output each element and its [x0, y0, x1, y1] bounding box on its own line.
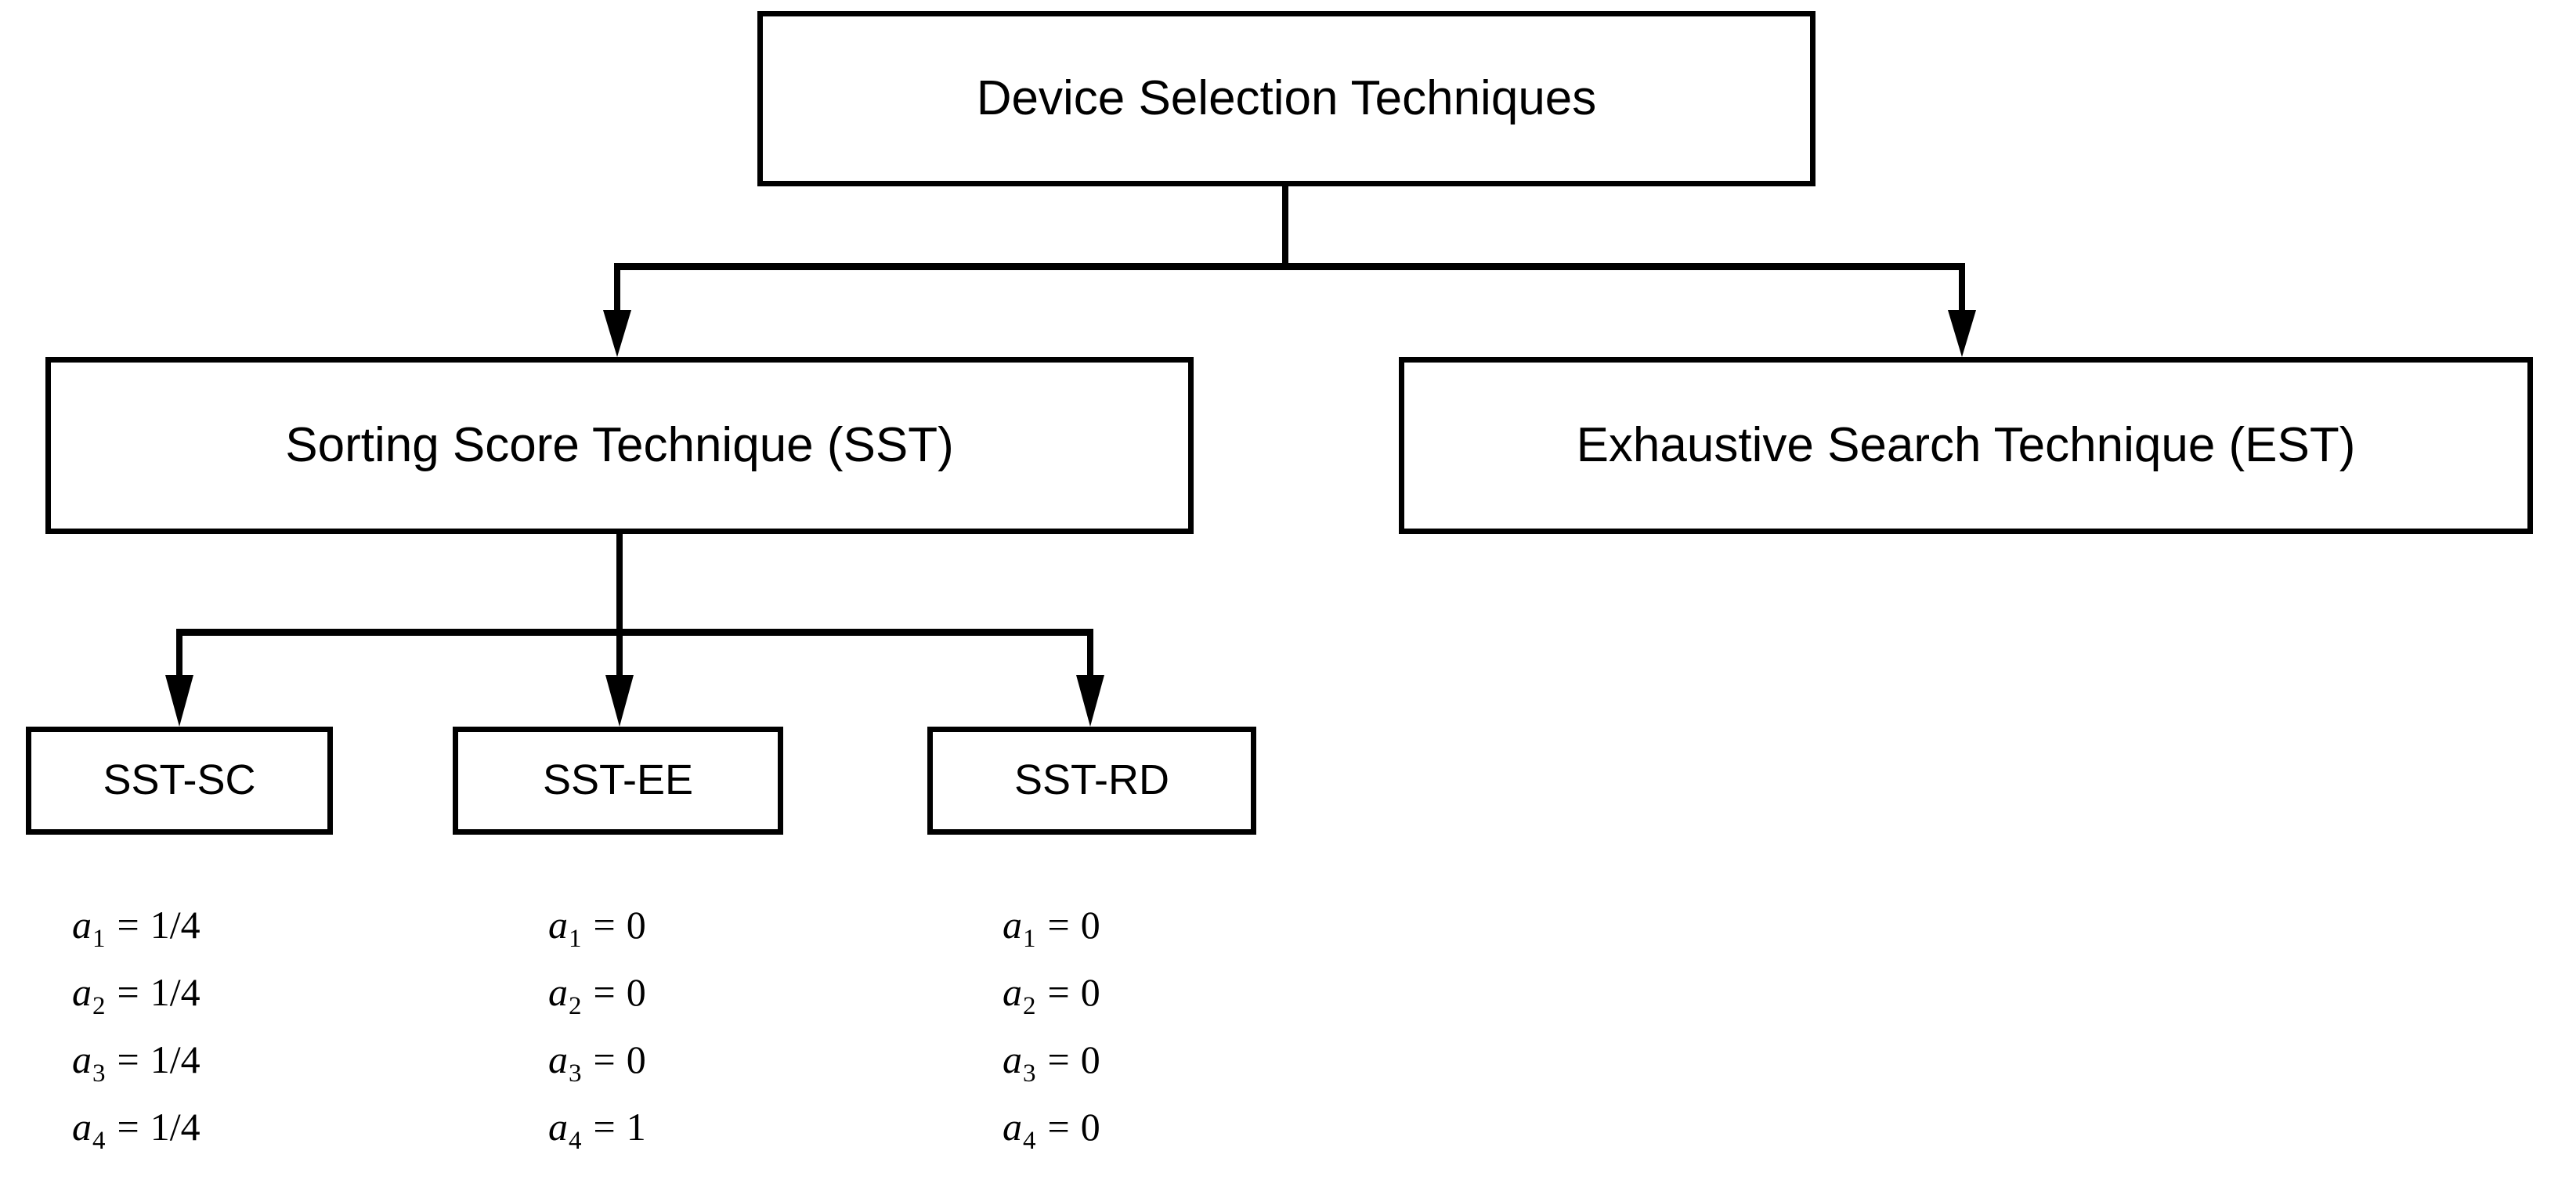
formula-equals: = — [593, 970, 616, 1014]
arrowhead-to-sst-rd — [1076, 675, 1104, 727]
formula-equals: = — [1047, 1037, 1070, 1081]
formula-variable: a — [72, 970, 92, 1014]
formula-subscript: 2 — [1023, 992, 1036, 1020]
formula-value: 1/4 — [150, 1105, 201, 1149]
formula-value: 0 — [1080, 1037, 1100, 1081]
connector-root-right-drop — [1959, 263, 1965, 313]
formula-subscript: 3 — [92, 1059, 106, 1088]
formula-subscript: 4 — [1023, 1127, 1036, 1155]
formula-equals: = — [1047, 1105, 1070, 1149]
formula-variable: a — [72, 1105, 92, 1149]
formula-variable: a — [548, 903, 568, 947]
connector-sst-bus — [176, 629, 1093, 636]
node-exhaustive-search-technique[interactable]: Exhaustive Search Technique (EST) — [1399, 357, 2533, 534]
formula-equals: = — [117, 1037, 139, 1081]
node-sorting-score-technique[interactable]: Sorting Score Technique (SST) — [45, 357, 1194, 534]
node-label-est: Exhaustive Search Technique (EST) — [1576, 417, 2356, 472]
connector-sst-center-drop — [616, 629, 623, 679]
formula-value: 0 — [626, 970, 646, 1014]
formula-subscript: 2 — [92, 992, 106, 1020]
formula-value: 0 — [626, 1037, 646, 1081]
node-sst-sc[interactable]: SST-SC — [26, 727, 333, 835]
formula-subscript: 4 — [92, 1127, 106, 1155]
formula-value: 0 — [626, 903, 646, 947]
formula-equals: = — [593, 1105, 616, 1149]
formula-equals: = — [117, 1105, 139, 1149]
formula-subscript: 1 — [92, 925, 106, 953]
formula-subscript: 1 — [569, 925, 582, 953]
node-sst-rd[interactable]: SST-RD — [927, 727, 1256, 835]
node-label-sst: Sorting Score Technique (SST) — [285, 417, 954, 472]
formula-variable: a — [1003, 970, 1022, 1014]
arrowhead-to-est — [1948, 310, 1976, 357]
formula-equals: = — [593, 903, 616, 947]
formula-variable: a — [72, 1037, 92, 1081]
formula-variable: a — [1003, 903, 1022, 947]
formula-value: 0 — [1080, 903, 1100, 947]
formula-value: 1 — [626, 1105, 646, 1149]
formula-value: 1/4 — [150, 903, 201, 947]
arrowhead-to-sst — [603, 310, 631, 357]
formula-variable: a — [72, 903, 92, 947]
formula-variable: a — [1003, 1037, 1022, 1081]
connector-sst-right-drop — [1087, 629, 1093, 679]
arrowhead-to-sst-ee — [605, 675, 634, 727]
connector-sst-left-drop — [176, 629, 182, 679]
node-sst-ee[interactable]: SST-EE — [453, 727, 783, 835]
formula-value: 0 — [1080, 970, 1100, 1014]
formula-variable: a — [548, 1105, 568, 1149]
formula-equals: = — [1047, 970, 1070, 1014]
formula-equals: = — [1047, 903, 1070, 947]
node-label-sst-rd: SST-RD — [1013, 756, 1170, 804]
formula-variable: a — [548, 970, 568, 1014]
connector-root-left-drop — [614, 263, 620, 313]
formula-equals: = — [593, 1037, 616, 1081]
node-label-sst-sc: SST-SC — [103, 756, 256, 804]
node-label-root: Device Selection Techniques — [976, 70, 1597, 125]
formula-value: 1/4 — [150, 970, 201, 1014]
connector-sst-stem — [616, 534, 623, 633]
formula-subscript: 2 — [569, 992, 582, 1020]
formula-subscript: 4 — [569, 1127, 582, 1155]
formula-equals: = — [117, 970, 139, 1014]
formula-variable: a — [1003, 1105, 1022, 1149]
node-label-sst-ee: SST-EE — [542, 756, 694, 804]
formula-subscript: 1 — [1023, 925, 1036, 953]
node-device-selection-techniques[interactable]: Device Selection Techniques — [757, 11, 1815, 186]
formula-variable: a — [548, 1037, 568, 1081]
formula-equals: = — [117, 903, 139, 947]
connector-root-stem — [1282, 186, 1288, 268]
formula-subscript: 3 — [569, 1059, 582, 1088]
arrowhead-to-sst-sc — [165, 675, 193, 727]
connector-root-bus — [614, 263, 1965, 270]
formula-subscript: 3 — [1023, 1059, 1036, 1088]
formula-value: 0 — [1080, 1105, 1100, 1149]
formula-value: 1/4 — [150, 1037, 201, 1081]
